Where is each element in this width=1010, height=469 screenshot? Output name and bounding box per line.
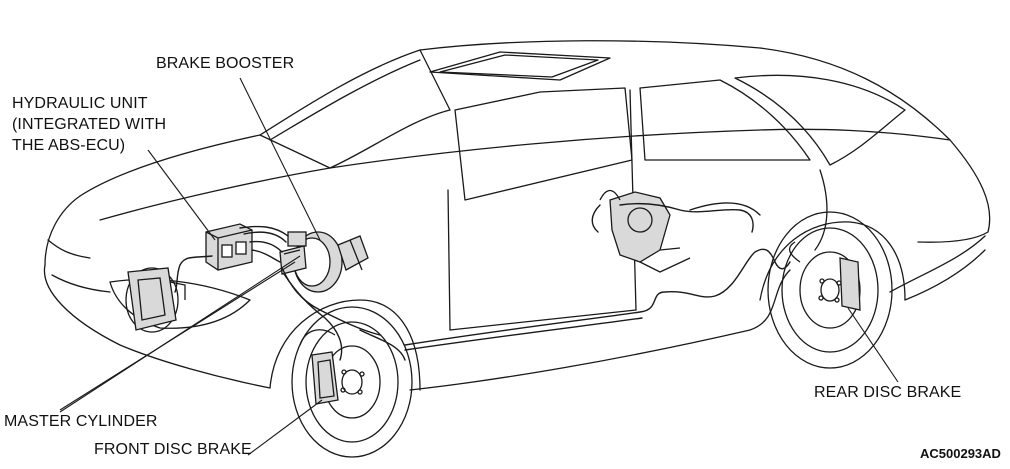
rear-suspension-assembly <box>599 189 691 273</box>
leader-hydraulic-unit <box>147 149 216 241</box>
leader-rear-disc-brake <box>847 307 899 383</box>
label-rear-disc-brake: REAR DISC BRAKE <box>814 384 962 401</box>
front-disc-brake-left <box>125 267 186 333</box>
label-brake-booster: BRAKE BOOSTER <box>156 55 295 72</box>
brake-booster-component <box>293 231 369 293</box>
leader-front-disc-brake <box>247 399 323 456</box>
rear-disc-brake <box>788 241 861 329</box>
master-cylinder-component <box>279 231 307 275</box>
front-wheel <box>291 306 413 458</box>
label-front-disc-brake: FRONT DISC BRAKE <box>94 441 252 458</box>
hydraulic-unit-component <box>205 223 253 271</box>
rear-wheel <box>767 211 893 369</box>
figure-id: AC500293AD <box>920 446 1001 461</box>
leader-lines <box>59 77 899 456</box>
front-disc-brake-right <box>299 329 381 419</box>
leader-brake-booster <box>239 77 321 241</box>
label-hydraulic-unit: HYDRAULIC UNIT (INTEGRATED WITH THE ABS-… <box>12 95 167 154</box>
brake-lines <box>174 202 791 361</box>
label-master-cylinder: MASTER CYLINDER <box>4 413 158 430</box>
car-body-outline <box>43 40 991 391</box>
